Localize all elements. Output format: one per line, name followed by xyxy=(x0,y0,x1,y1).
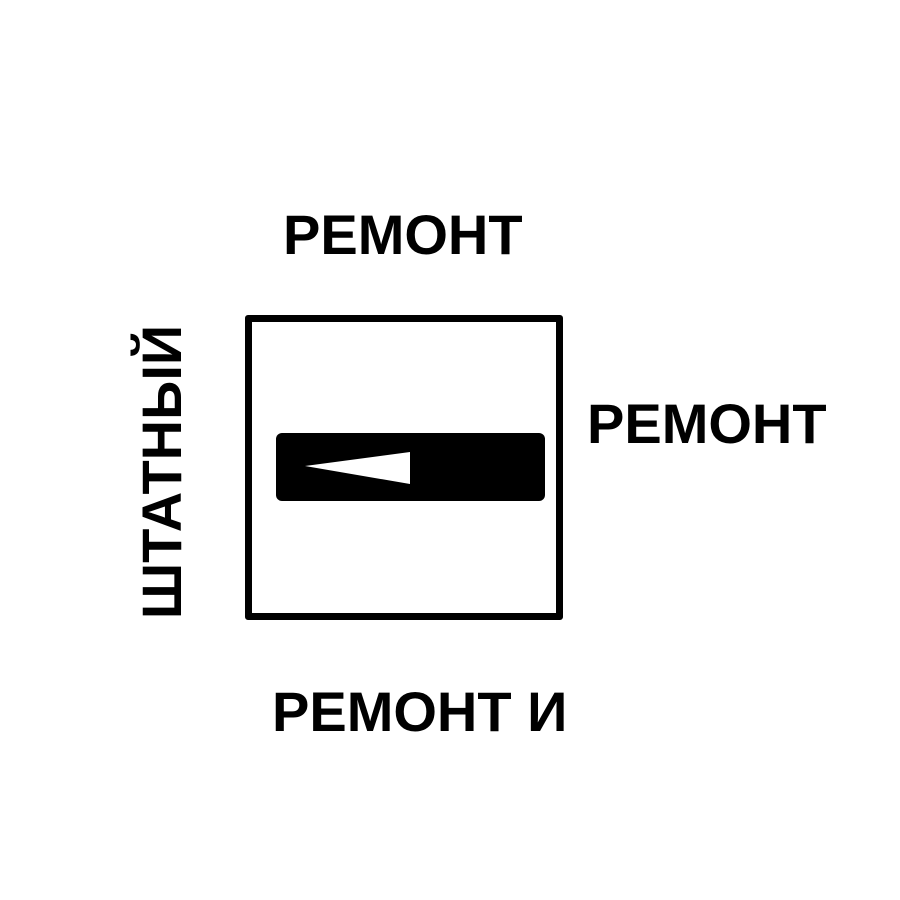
position-label-bottom: РЕМОНТ И xyxy=(272,680,568,743)
position-label-top: РЕМОНТ xyxy=(283,203,523,266)
arrow-left-icon xyxy=(305,452,410,484)
position-label-left: ШТАТНЫЙ xyxy=(130,324,193,620)
position-label-right: РЕМОНТ xyxy=(587,392,827,455)
lever-icon[interactable] xyxy=(276,433,545,501)
